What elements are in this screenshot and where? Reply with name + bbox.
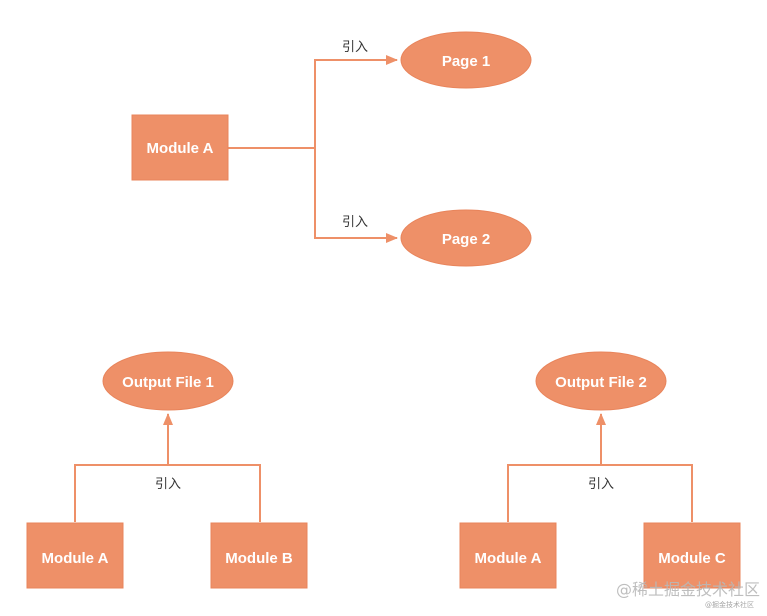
node-module-c-label: Module C bbox=[658, 550, 726, 567]
edge-module-a-to-page-2 bbox=[314, 148, 398, 243]
edge-bl-bracket bbox=[74, 464, 261, 522]
watermark: @稀土掘金技术社区 @掘金技术社区 bbox=[616, 580, 760, 609]
node-page-1-label: Page 1 bbox=[442, 53, 490, 70]
edge-label-bl: 引入 bbox=[155, 477, 181, 492]
node-module-b[interactable]: Module B bbox=[210, 522, 308, 589]
node-output-file-1-label: Output File 1 bbox=[122, 374, 214, 391]
node-output-file-1[interactable]: Output File 1 bbox=[102, 351, 234, 411]
node-module-a-br[interactable]: Module A bbox=[459, 522, 557, 589]
edge-label-br: 引入 bbox=[588, 477, 614, 492]
node-module-a-bl-label: Module A bbox=[42, 550, 109, 567]
top-group: 引入 引入 Module A Page 1 Page 2 bbox=[131, 31, 532, 267]
node-page-1[interactable]: Page 1 bbox=[400, 31, 532, 89]
node-module-b-label: Module B bbox=[225, 550, 293, 567]
node-output-file-2[interactable]: Output File 2 bbox=[535, 351, 667, 411]
node-page-2-label: Page 2 bbox=[442, 231, 490, 248]
watermark-main-text: @稀土掘金技术社区 bbox=[616, 580, 760, 599]
node-output-file-2-label: Output File 2 bbox=[555, 374, 647, 391]
edge-label-top-2: 引入 bbox=[342, 215, 368, 230]
edge-label-top-1: 引入 bbox=[342, 40, 368, 55]
node-module-a-bl[interactable]: Module A bbox=[26, 522, 124, 589]
node-module-a-br-label: Module A bbox=[475, 550, 542, 567]
bottom-left-group: 引入 Output File 1 Module A Module B bbox=[26, 351, 308, 589]
node-module-a-top[interactable]: Module A bbox=[131, 114, 229, 181]
edge-br-bracket bbox=[507, 464, 693, 522]
watermark-sub-text: @掘金技术社区 bbox=[705, 600, 754, 609]
node-page-2[interactable]: Page 2 bbox=[400, 209, 532, 267]
node-module-c[interactable]: Module C bbox=[643, 522, 741, 589]
bottom-right-group: 引入 Output File 2 Module A Module C bbox=[459, 351, 741, 589]
node-module-a-top-label: Module A bbox=[147, 140, 214, 157]
edge-module-a-to-page-1 bbox=[228, 55, 398, 149]
